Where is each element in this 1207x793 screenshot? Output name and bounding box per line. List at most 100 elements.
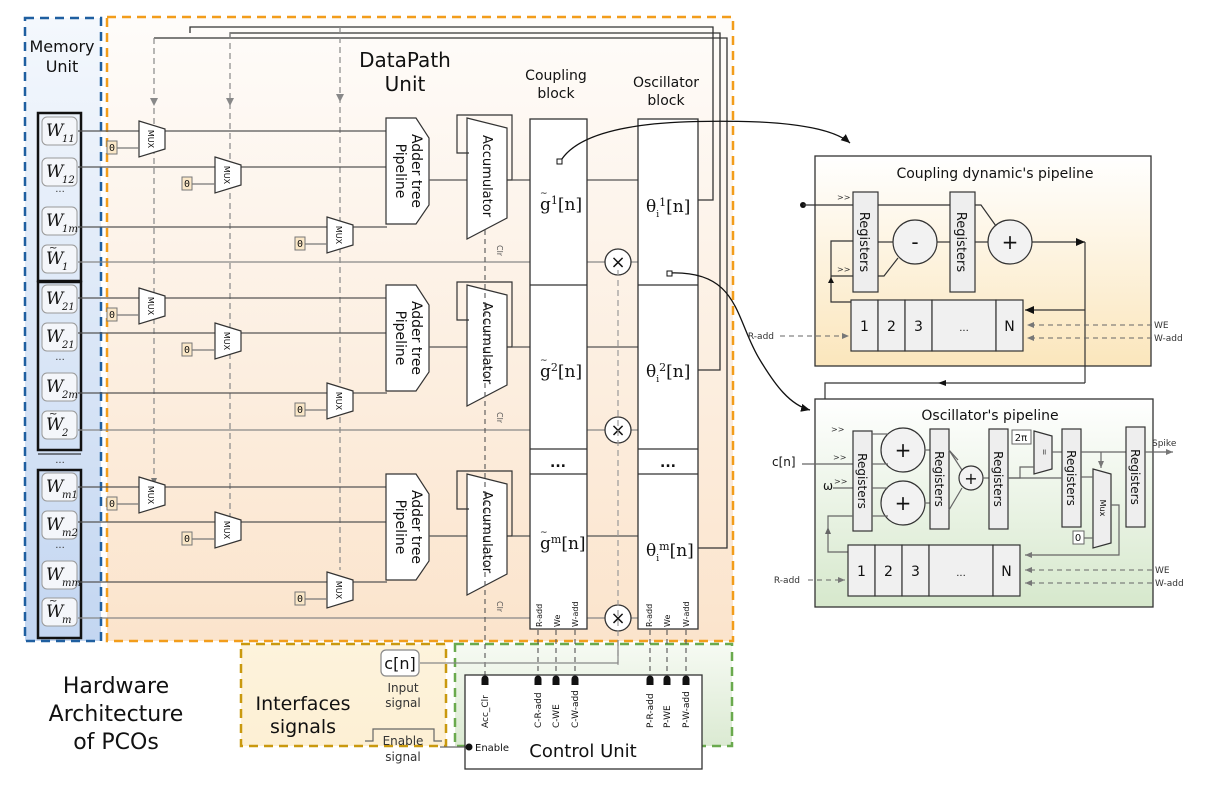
control-port-pin bbox=[663, 675, 671, 685]
coupling-registers-2 bbox=[949, 191, 976, 293]
memory-cell bbox=[41, 206, 78, 236]
coupling-registers-1 bbox=[852, 191, 879, 293]
zero-label: 0 bbox=[184, 179, 190, 190]
clr-label: Clr bbox=[495, 245, 504, 257]
control-port-label: C-WE bbox=[552, 704, 562, 728]
memory-cell bbox=[41, 372, 78, 402]
accumulator bbox=[466, 284, 508, 407]
interfaces-title-1: Interfaces bbox=[256, 693, 351, 715]
mux-label: MUX bbox=[334, 226, 343, 245]
tilde-mark: ~ bbox=[49, 596, 57, 607]
mux-label: MUX bbox=[146, 486, 155, 505]
shift-marker: >> bbox=[831, 425, 844, 434]
control-enable-port: Enable bbox=[475, 743, 509, 754]
memory-slot-label: N bbox=[1004, 319, 1014, 335]
enable-pulse-icon bbox=[365, 728, 442, 742]
memory-unit-title-2: Unit bbox=[46, 57, 79, 76]
zero-label: 0 bbox=[184, 345, 190, 356]
control-unit bbox=[464, 674, 703, 770]
registers-label: Registers bbox=[1128, 449, 1142, 505]
input-signal-box[interactable] bbox=[380, 649, 420, 677]
oscillator-port-label: R-add bbox=[645, 604, 654, 627]
input-signal-value: c[n] bbox=[384, 654, 415, 673]
clr-label: Clr bbox=[495, 412, 504, 424]
adder-tree-label-2: Pipeline bbox=[392, 500, 408, 555]
comparator bbox=[1033, 430, 1053, 475]
coupling-block bbox=[529, 118, 588, 630]
accumulator bbox=[466, 117, 508, 240]
mux bbox=[214, 511, 242, 549]
coupling-cell-1: g1[n] bbox=[540, 194, 582, 215]
memory-cell-sub: 12 bbox=[62, 175, 75, 186]
registers-label: Registers bbox=[855, 453, 869, 509]
memory-slot bbox=[877, 299, 906, 352]
osc-registers-5 bbox=[1125, 426, 1146, 528]
mux-label: MUX bbox=[222, 332, 231, 351]
mux bbox=[138, 476, 166, 514]
control-port-pin bbox=[481, 675, 489, 685]
osc-we: WE bbox=[1155, 566, 1170, 576]
main-title-2: Architecture bbox=[49, 702, 184, 727]
memory-slot bbox=[901, 544, 930, 597]
mux bbox=[214, 322, 242, 360]
zoom-connector-oscillator bbox=[668, 272, 811, 412]
registers-label: Registers bbox=[856, 212, 871, 273]
oscillator-block-title-1: Oscillator bbox=[633, 75, 699, 91]
coupling-port-label: R-add bbox=[535, 604, 544, 627]
main-title-1: Hardware bbox=[63, 674, 169, 699]
memory-slot-label: 1 bbox=[860, 319, 869, 335]
mux bbox=[138, 287, 166, 325]
zero-label: 0 bbox=[109, 499, 115, 510]
add-symbol: + bbox=[1002, 230, 1019, 254]
oscillator-ellipsis: ... bbox=[660, 455, 676, 471]
control-port-pin bbox=[571, 675, 579, 685]
memory-cell-sub: m1 bbox=[62, 490, 78, 501]
mux-select-arrows bbox=[150, 94, 344, 106]
coupling-port-label: W-add bbox=[571, 601, 580, 627]
accumulator-label: Accumulator bbox=[479, 302, 494, 385]
memory-cell-sub: 21 bbox=[61, 302, 75, 313]
enable-signal-caption-1[interactable]: Enable bbox=[383, 734, 424, 748]
memory-slot-label: 2 bbox=[884, 564, 893, 580]
control-port-pin bbox=[552, 675, 560, 685]
osc-w-add: W-add bbox=[1155, 579, 1184, 589]
mux-label: MUX bbox=[334, 581, 343, 600]
datapath-title-1: DataPath bbox=[359, 48, 451, 72]
cn-line bbox=[420, 640, 619, 664]
memory-slot bbox=[847, 544, 876, 597]
multiplier-symbol: × bbox=[610, 252, 625, 273]
mux bbox=[138, 120, 166, 158]
coupling-cell-3: gm[n] bbox=[540, 533, 586, 554]
memory-slot bbox=[904, 299, 933, 352]
control-unit-label: Control Unit bbox=[529, 741, 636, 762]
coupling-block-title-1: Coupling bbox=[525, 68, 587, 84]
memory-cell-sub: mm bbox=[62, 578, 81, 589]
memory-slot-label: 3 bbox=[911, 564, 920, 580]
registers-label: Registers bbox=[991, 451, 1005, 507]
memory-ellipsis: ... bbox=[55, 540, 65, 551]
input-signal-caption-2: signal bbox=[385, 696, 421, 710]
memory-cell-base: W bbox=[46, 289, 65, 309]
shift-marker: >> bbox=[837, 265, 850, 274]
multiplier-symbol: × bbox=[610, 608, 625, 629]
zero-label: 0 bbox=[297, 239, 303, 250]
coupling-cell-2: g2[n] bbox=[540, 361, 582, 382]
input-signal-caption-1: Input bbox=[387, 681, 418, 695]
main-title-3: of PCOs bbox=[73, 730, 159, 755]
tilde-mark: ~ bbox=[49, 409, 57, 420]
add-symbol: + bbox=[895, 438, 912, 462]
zero-label: 0 bbox=[297, 594, 303, 605]
mux-label: Mux bbox=[1098, 500, 1107, 517]
memory-cell-base: W bbox=[46, 121, 65, 141]
registers-label: Registers bbox=[953, 212, 968, 273]
memory-cell-base: W bbox=[46, 249, 65, 269]
mux bbox=[326, 571, 354, 609]
adder-tree-label-2: Pipeline bbox=[392, 311, 408, 366]
memory-slot-label: 3 bbox=[914, 319, 923, 335]
adder-tree-pipeline bbox=[385, 117, 430, 225]
memory-ellipsis: ... bbox=[55, 184, 65, 195]
mux bbox=[214, 156, 242, 194]
